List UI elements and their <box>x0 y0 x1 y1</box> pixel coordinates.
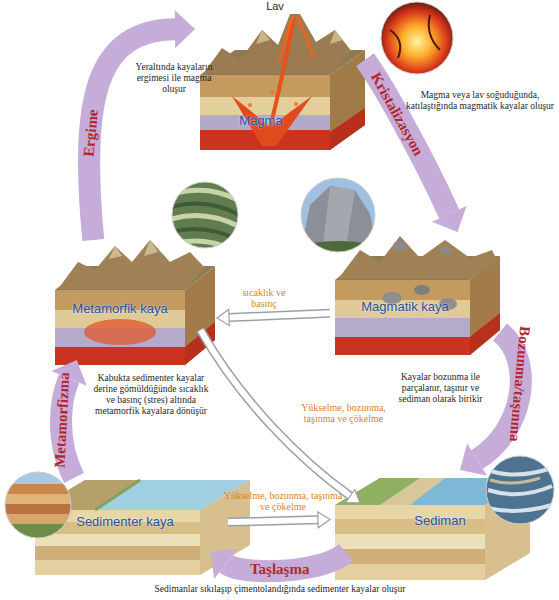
outcrop <box>440 246 452 254</box>
mountains <box>58 240 205 289</box>
lava-flow <box>279 16 293 62</box>
rock-layer <box>35 546 200 560</box>
rock-layer <box>35 534 200 546</box>
canyon-layer <box>4 504 72 514</box>
rock-layer <box>335 564 485 580</box>
canyon-photo <box>4 471 72 541</box>
canyon-layer <box>4 514 72 524</box>
lava-crust <box>390 15 440 58</box>
arrow-head <box>318 512 330 528</box>
trees <box>296 241 380 259</box>
rock-layer <box>335 280 470 300</box>
block-side-mantle <box>330 108 365 150</box>
process-note: Kayalar bozunma ile parçalanır, taşınır … <box>388 372 493 405</box>
photo-frame <box>172 182 238 248</box>
schist-photo <box>168 180 242 254</box>
river-photo <box>486 456 554 524</box>
block-side-mantle <box>470 313 500 355</box>
cycle-arrow <box>365 60 467 232</box>
foliation <box>168 216 242 229</box>
rock-block: Magmatik kaya <box>330 232 500 357</box>
photo-frame <box>486 456 554 524</box>
cycle-arrow <box>210 549 346 579</box>
rock-name: Sediman <box>395 514 485 528</box>
arrow-head <box>175 10 195 48</box>
process-note: Magma veya lav soğuduğunda, katılaştığın… <box>405 90 555 112</box>
transition-label: sıcaklık ve basınç <box>236 287 292 309</box>
arrow-outline <box>228 520 318 522</box>
transition-label: Yükselme, bozunma, taşınma ve çökelme <box>223 490 343 512</box>
rock-block: Sedimenter kaya <box>30 478 250 576</box>
arrow-body <box>89 29 175 240</box>
lava-image <box>381 2 453 74</box>
sky <box>4 471 72 541</box>
arrow-head <box>346 490 360 504</box>
photo-frame <box>301 178 375 252</box>
melt-drop <box>270 90 274 94</box>
process-name: Taşlaşma <box>250 561 310 577</box>
process-note: Kabukta sedimenter kayalar derine gömüld… <box>92 373 210 417</box>
magma-block <box>200 14 365 150</box>
mountain-light <box>109 246 122 259</box>
river-image <box>486 456 554 524</box>
arrow-outline <box>229 313 330 317</box>
process-name: Kristalizasyon <box>368 70 427 159</box>
arrow-head <box>432 206 467 232</box>
rock-layer <box>200 97 330 115</box>
magma-chamber <box>232 96 312 146</box>
canyon-layer <box>4 494 72 504</box>
arrow-body <box>365 60 449 214</box>
mountain-light <box>330 30 343 44</box>
rock-layer <box>35 560 200 575</box>
rock-layer <box>335 534 485 549</box>
mountain-light <box>144 240 158 256</box>
cycle-arrow <box>89 10 195 240</box>
process-note: Yeraltında kayaların ergimesi ile magma … <box>128 62 220 95</box>
lava-flow <box>297 16 314 58</box>
rock-block: Magma <box>195 8 365 148</box>
igneous-block <box>335 236 500 355</box>
rock-name: Sedimenter kaya <box>60 515 190 529</box>
pluton <box>414 285 430 295</box>
arrow-body <box>229 313 330 317</box>
path-arrow <box>217 310 330 326</box>
rock-layer <box>200 75 330 97</box>
arrow-head <box>460 443 487 475</box>
mantle-layer <box>335 337 470 355</box>
cycle-arrow <box>52 360 87 478</box>
rock-name: Metamorfik kaya <box>70 302 170 316</box>
arrow-body <box>228 520 318 522</box>
path-arrow <box>228 512 330 528</box>
transition-label: Yükselme, bozunma, taşınma ve çökelme <box>296 402 391 424</box>
arrow-head <box>210 549 238 579</box>
rock-name: Magmatik kaya <box>355 300 455 314</box>
foliation <box>168 190 242 202</box>
mountain-light <box>256 30 270 44</box>
arrow-head <box>217 310 229 326</box>
process-note: Sedimanlar sıkılaşıp çimentolandığında s… <box>120 584 440 595</box>
granite-photo <box>296 177 380 259</box>
photo-frame <box>5 472 71 538</box>
metamorphic-block <box>55 240 215 365</box>
heat-zone <box>84 319 156 345</box>
sediment-fan <box>380 478 445 505</box>
melt-drop <box>248 103 252 107</box>
rock-block: Metamorfik kaya <box>52 240 217 360</box>
lava-photo <box>381 2 453 74</box>
melt-drop <box>294 102 298 106</box>
volcano-conduit <box>270 18 294 128</box>
rock-layer <box>335 318 470 337</box>
braided-channel <box>488 468 552 511</box>
sand-bar <box>490 478 540 483</box>
mountains <box>203 14 352 74</box>
canyon-layer <box>4 484 72 494</box>
rock-layer <box>200 115 330 130</box>
feature-label: Lav <box>255 0 295 12</box>
rock-block: Sediman <box>330 470 530 580</box>
outcrop <box>393 241 407 251</box>
shoreline <box>95 480 140 510</box>
rock-layer <box>335 549 485 564</box>
rock-name: Magma <box>231 114 291 128</box>
